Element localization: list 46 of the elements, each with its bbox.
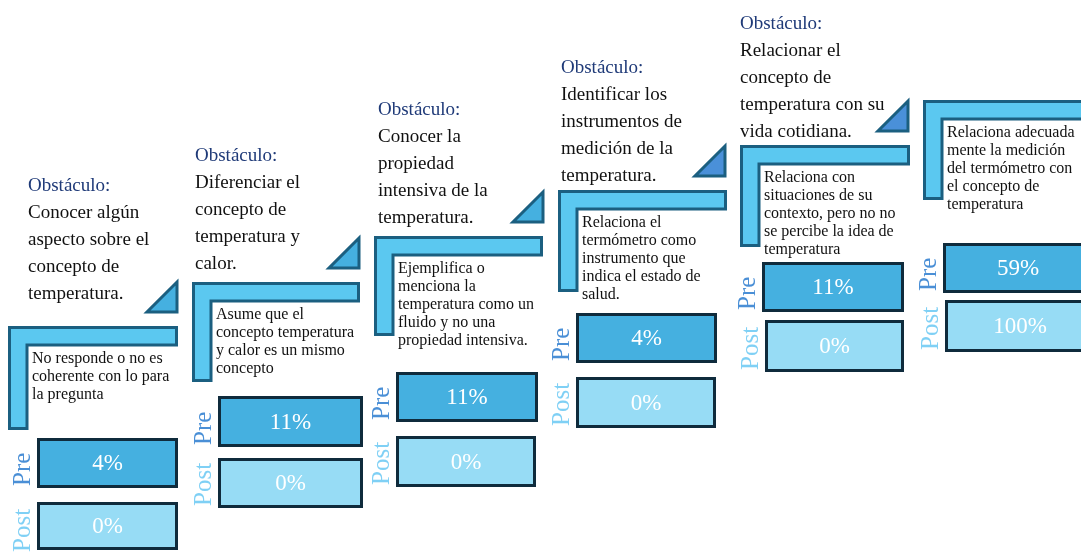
- obstacle-heading: Obstáculo:: [561, 56, 644, 78]
- vertical-label: Pre: [190, 410, 216, 445]
- level-description: Ejemplifica o menciona la temperatura como un fluido y no una propiedad intensiva.: [398, 259, 535, 349]
- percentage-box: 0%: [765, 320, 904, 372]
- l-shaped-bracket: [740, 145, 910, 259]
- percentage-box: 11%: [396, 372, 538, 422]
- obstacle-text: Diferenciar el concepto de temperatura y calor.: [195, 170, 301, 275]
- percentage-box: 4%: [37, 438, 178, 488]
- triangle-arrow: [874, 97, 910, 133]
- obstacle-heading: Obstáculo:: [28, 174, 111, 196]
- percentage-box: 0%: [218, 458, 363, 508]
- obstacle-text: Relacionar el concepto de temperatura con su vida cotidiana.: [740, 38, 886, 143]
- level-description: Relaciona con situaciones de su contexto, pero no no se percibe la idea de temperatura: [764, 168, 897, 258]
- vertical-label: Pre: [368, 385, 394, 420]
- vertical-label: Pre: [9, 451, 35, 486]
- triangle-arrow: [325, 234, 361, 270]
- obstacle-heading: Obstáculo:: [378, 98, 461, 120]
- vertical-label: Post: [190, 461, 216, 506]
- vertical-label: Post: [548, 381, 574, 426]
- vertical-label: Post: [917, 305, 943, 350]
- triangle-arrow: [143, 278, 179, 314]
- level-description: Relaciona adecuada mente la medición del termómetro con el concepto de temperatura: [947, 123, 1076, 213]
- vertical-label: Pre: [548, 326, 574, 361]
- vertical-label: Pre: [915, 256, 941, 291]
- percentage-box: 11%: [218, 396, 363, 447]
- obstacle-text: Conocer la propiedad intensiva de la temperatura.: [378, 124, 489, 229]
- vertical-label: Post: [368, 440, 394, 485]
- percentage-box: 100%: [945, 300, 1081, 352]
- level-description: Asume que el concepto temperatura y calor es un mismo concepto: [216, 305, 356, 377]
- vertical-label: Pre: [734, 275, 760, 310]
- triangle-arrow: [691, 142, 727, 178]
- obstacle-text: Identificar los instrumentos de medición de la temperatura.: [561, 82, 683, 187]
- percentage-box: 4%: [576, 313, 717, 363]
- vertical-label: Post: [9, 507, 35, 552]
- percentage-box: 0%: [576, 377, 716, 428]
- triangle-arrow: [509, 188, 545, 224]
- vertical-label: Post: [737, 325, 763, 370]
- level-description: No responde o no es coherente con lo para la pregunta: [32, 349, 171, 403]
- level-description: Relaciona el termómetro como instrumento que indica el estado de salud.: [582, 213, 702, 303]
- percentage-box: 59%: [943, 243, 1081, 293]
- percentage-box: 0%: [37, 502, 178, 550]
- percentage-box: 11%: [762, 262, 904, 312]
- obstacle-heading: Obstáculo:: [195, 144, 278, 166]
- percentage-box: 0%: [396, 436, 536, 487]
- obstacle-text: Conocer algún aspecto sobre el concepto de temperatura.: [28, 200, 151, 305]
- obstacle-heading: Obstáculo:: [740, 12, 823, 34]
